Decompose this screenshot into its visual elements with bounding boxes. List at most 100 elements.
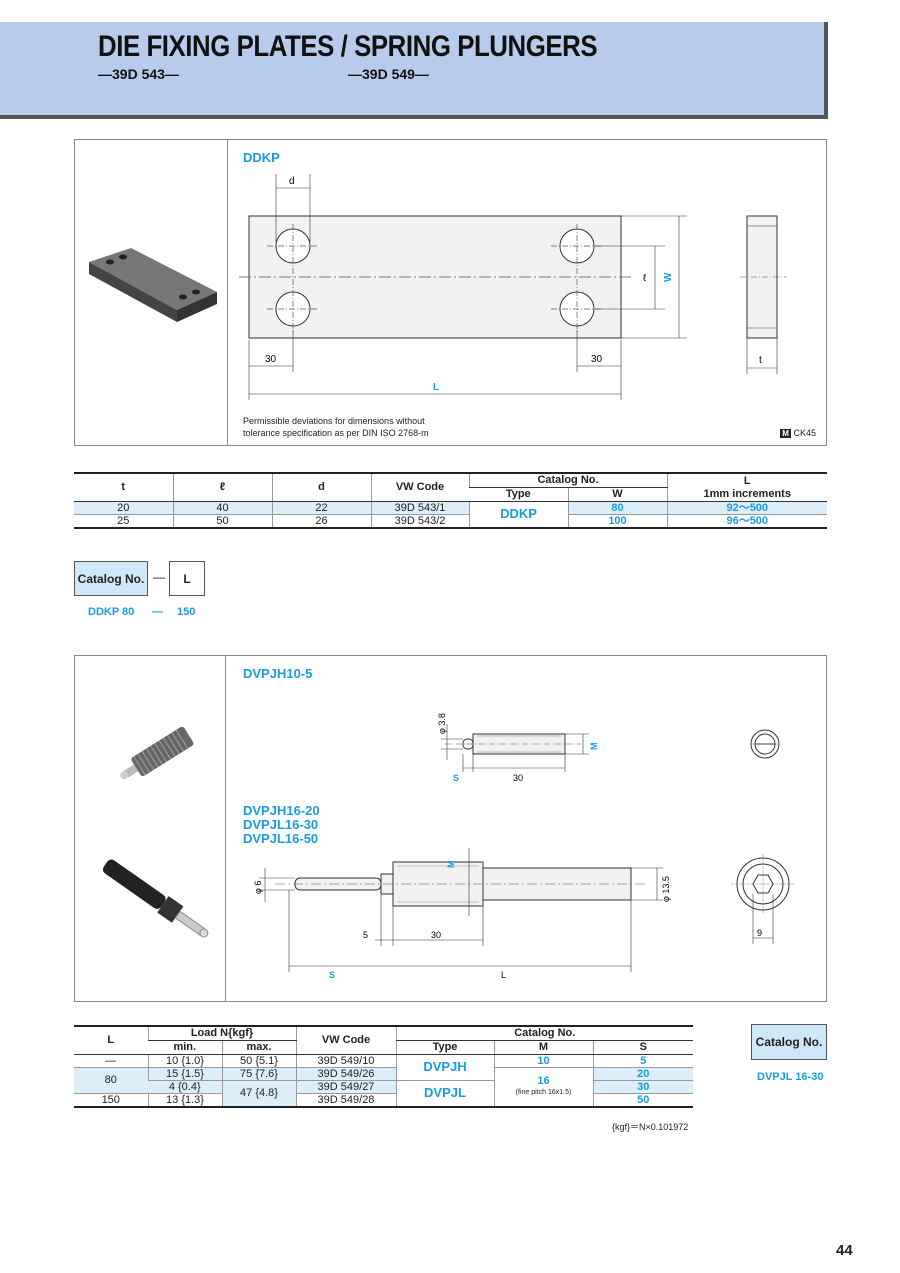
order-example-L: 150 [177, 606, 196, 618]
code-spring-plungers: —39D 549— [348, 66, 429, 82]
order-L-box: L [169, 561, 205, 596]
col-s: S [592, 1040, 693, 1055]
cell-L: — [74, 1054, 148, 1068]
col-L: L [666, 473, 827, 487]
cell-type-jh: DVPJH [395, 1054, 494, 1081]
order2-example: DVPJL 16-30 [757, 1071, 824, 1083]
cell-d: 26 [271, 514, 371, 528]
cell-m-16: 16 (fine pitch 16x1.5) [493, 1067, 593, 1107]
cell-min: 4 {0.4} [148, 1080, 222, 1094]
col-m: M [493, 1040, 593, 1055]
cell-min: 15 {1.5} [147, 1067, 222, 1081]
table-row: 20 40 22 39D 543/1 DDKP 80 92～500 [74, 501, 827, 528]
cell-min: 13 {1.3} [147, 1093, 222, 1107]
cell-t: 25 [117, 514, 130, 527]
col-L-sub: 1mm increments [666, 487, 827, 502]
col-L: L [74, 1026, 148, 1055]
ddkp-label: DDKP [243, 150, 280, 165]
m-16-value: 16 [537, 1074, 550, 1087]
cell-min: 10 {1.0} [147, 1054, 222, 1068]
dim-phi-6: φ 6 [253, 881, 263, 894]
material-note: M CK45 [780, 428, 816, 438]
cell-L: 150 [101, 1093, 120, 1106]
order-dash: — [153, 570, 165, 584]
kgf-footnote: {kgf}＝N×0.101972 [612, 1122, 689, 1132]
dvpjh10-label: DVPJH10-5 [243, 666, 313, 681]
cell-L: 96～500 [666, 514, 827, 528]
tolerance-note-2: tolerance specification as per DIN ISO 2… [243, 428, 429, 438]
page-header-band [0, 22, 828, 119]
order-example-part: DDKP 80 [88, 606, 135, 618]
dim-d: d [289, 176, 295, 187]
cell-vw: 39D 549/27 [295, 1080, 396, 1094]
col-catalog: Catalog No. [468, 473, 667, 488]
dvpjl16-30-label: DVPJL16-30 [243, 817, 319, 832]
dim-t: t [759, 355, 762, 366]
dim-left-30: 30 [265, 354, 277, 365]
dim-5: 5 [363, 930, 368, 940]
col-catalog: Catalog No. [395, 1026, 693, 1041]
order-catalog-box: Catalog No. [74, 561, 148, 596]
dim-l: L [433, 382, 439, 393]
cell-L: 80 [74, 1067, 148, 1094]
cell-d: 22 [271, 501, 371, 515]
cell-L: 92～500 [666, 501, 827, 515]
cell-vw: 39D 549/26 [295, 1067, 396, 1081]
table-row: 4 {0.4} 47 {4.8} 39D 549/27 DVPJL 30 [74, 1080, 693, 1107]
col-vw: VW Code [295, 1026, 396, 1055]
dvpjl16-50-label: DVPJL16-50 [243, 831, 319, 846]
col-max: max. [221, 1040, 296, 1055]
code-die-fixing-plates: —39D 543— [98, 66, 179, 82]
dim-phi-3-8: φ 3.8 [437, 713, 447, 734]
table-row: 150 13 {1.3} 39D 549/28 50 [74, 1093, 693, 1107]
table-row: — 10 {1.0} 50 {5.1} 39D 549/10 DVPJH 10 … [74, 1054, 693, 1081]
cell-s: 30 [592, 1080, 693, 1094]
dim-m-2: M [446, 861, 456, 869]
plunger-photo-long [102, 859, 209, 938]
dim-right-30: 30 [591, 354, 603, 365]
dvpjh16-label: DVPJH16-20 [243, 803, 320, 818]
page-title: DIE FIXING PLATES / SPRING PLUNGERS [98, 30, 598, 63]
cell-vw: 39D 549/28 [295, 1093, 396, 1107]
plunger-photo-short [120, 726, 194, 780]
col-min: min. [148, 1040, 222, 1055]
dim-30-2: 30 [431, 930, 441, 940]
dvp-spec-table: L Load N{kgf} VW Code Catalog No. min. m… [74, 1025, 693, 1108]
dim-9: 9 [757, 928, 762, 938]
dim-phi-13-5: φ 13.5 [661, 876, 671, 902]
cell-max: 50 {5.1} [221, 1054, 296, 1068]
cell-l: 50 [172, 514, 272, 528]
ddkp-technical-drawing: d ℓ W 30 30 L t [239, 174, 787, 400]
order-example-dash: — [152, 606, 163, 618]
cell-l: 40 [172, 501, 272, 515]
dim-30-1: 30 [513, 773, 523, 783]
dim-s-1: S [453, 773, 459, 783]
cell-vw: 39D 549/10 [295, 1054, 396, 1068]
col-d: d [271, 473, 371, 502]
cell-t: 20 [74, 501, 173, 515]
dvp-drawing-panel: DVPJH10-5 DVPJH16-20 DVPJL16-30 DVPJL16-… [74, 655, 827, 1002]
table-row: 25 50 26 39D 543/2 100 96～500 [74, 514, 827, 528]
dim-s-2: S [329, 970, 335, 980]
table-row: 80 15 {1.5} 75 {7.6} 39D 549/26 16 (fine… [74, 1067, 693, 1107]
dim-w: W [663, 272, 674, 282]
cell-type-jl: DVPJL [395, 1080, 494, 1107]
col-load: Load N{kgf} [147, 1026, 296, 1041]
col-t: t [74, 473, 173, 502]
col-l: ℓ [172, 473, 272, 502]
ddkp-spec-table: t ℓ d VW Code Catalog No. L Type W 1mm i… [74, 472, 827, 529]
cell-max: 75 {7.6} [221, 1067, 296, 1081]
cell-vw: 39D 543/1 [370, 501, 469, 515]
ddkp-photo [89, 248, 217, 322]
cell-s: 50 [592, 1093, 693, 1107]
cell-s: 5 [592, 1054, 693, 1068]
dvpjh16-drawing: M φ 6 φ 13.5 5 30 S L 9 [253, 848, 795, 980]
m-16-note: (fine pitch 16x1.5) [515, 1088, 572, 1096]
col-w: W [567, 487, 667, 502]
material-name: CK45 [793, 428, 816, 438]
ddkp-drawing-panel: DDKP [74, 139, 827, 446]
col-type: Type [395, 1040, 494, 1055]
dim-l-small: ℓ [643, 273, 647, 284]
cell-max: 47 {4.8} [221, 1080, 296, 1107]
col-type: Type [469, 487, 568, 502]
